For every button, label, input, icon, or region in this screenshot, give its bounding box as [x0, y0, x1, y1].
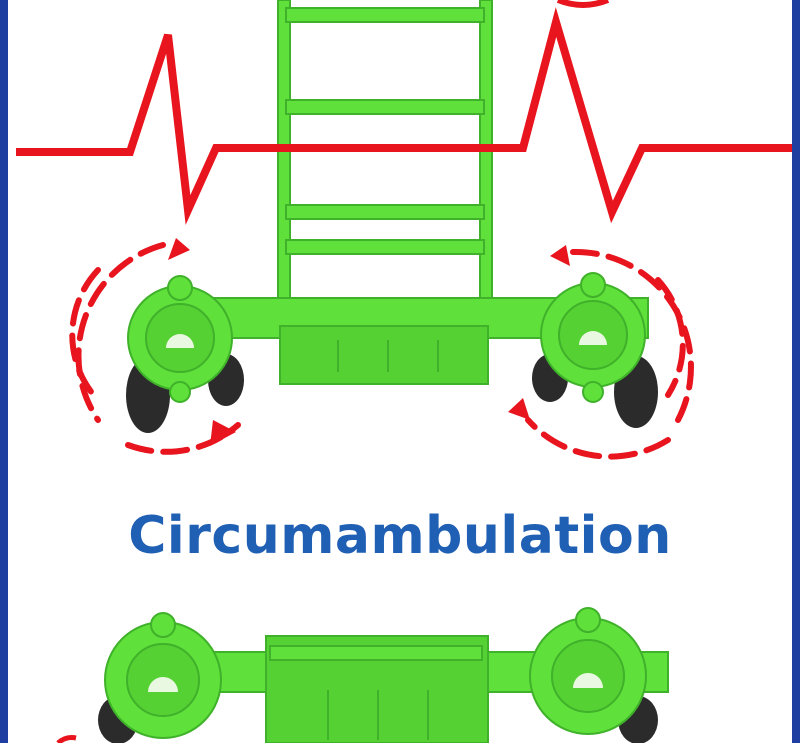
- caption-heading: Circumambulation: [128, 506, 672, 566]
- wheel-pod-right-top: [532, 272, 658, 428]
- robot-illustration: [16, 0, 792, 743]
- robot-bottom: [98, 607, 669, 743]
- rotate-counterclockwise-icon: [69, 242, 241, 455]
- arrowhead-right-bottom: [508, 398, 530, 420]
- ladder-top: [277, 0, 493, 331]
- red-arrow-edge-bottom: [56, 735, 77, 743]
- wheel-pod-left-top: [126, 275, 244, 433]
- red-arc-top-edge: [556, 0, 610, 8]
- heartbeat-pulse-icon: [16, 7, 792, 225]
- arrowhead-left-top: [168, 238, 190, 260]
- rotate-clockwise-icon: [525, 248, 694, 460]
- arrowhead-left-bottom: [210, 420, 236, 446]
- arrowhead-right-top: [550, 245, 570, 266]
